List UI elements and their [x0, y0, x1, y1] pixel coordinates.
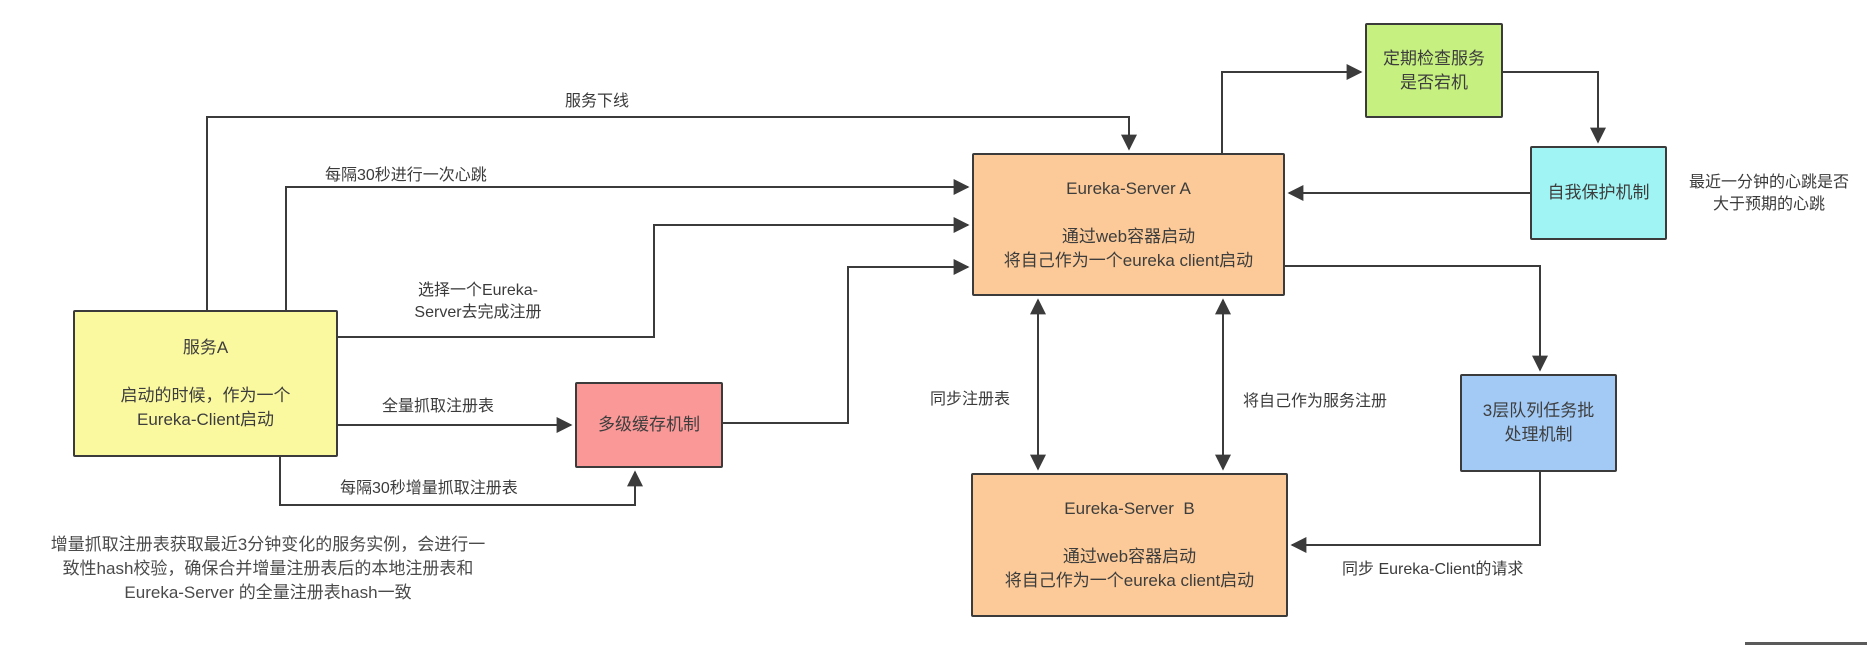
node-periodic-check-line1: 定期检查服务	[1383, 48, 1485, 68]
label-sync-registry: 同步注册表	[930, 391, 1011, 408]
label-heartbeat-check-line2: 大于预期的心跳	[1712, 196, 1825, 213]
node-self-protection-title: 自我保护机制	[1547, 183, 1650, 202]
label-heartbeat-check-line1: 最近一分钟的心跳是否	[1688, 174, 1849, 191]
incremental-fetch-note-line1: 增量抓取注册表获取最近3分钟变化的服务实例，会进行一	[50, 535, 486, 554]
label-choose-server-line1: 选择一个Eureka-	[417, 282, 539, 299]
node-service-a: 服务A 启动的时候，作为一个 Eureka-Client启动	[73, 310, 338, 457]
node-multi-level-cache-title: 多级缓存机制	[598, 415, 700, 434]
incremental-fetch-note: 增量抓取注册表获取最近3分钟变化的服务实例，会进行一 致性hash校验，确保合并…	[0, 533, 536, 605]
label-register-self: 将自己作为服务注册	[1243, 393, 1388, 410]
node-periodic-check-line2: 是否宕机	[1400, 72, 1468, 92]
node-eureka-server-b-title: Eureka-Server B	[1064, 499, 1195, 518]
node-service-a-title: 服务A	[182, 337, 229, 357]
node-eureka-server-b: Eureka-Server B 通过web容器启动 将自己作为一个eureka …	[971, 473, 1288, 617]
label-heartbeat-check: 最近一分钟的心跳是否 大于预期的心跳	[1672, 172, 1866, 216]
label-heartbeat: 每隔30秒进行一次心跳	[325, 167, 487, 184]
label-choose-server-line2: Server去完成注册	[414, 304, 542, 321]
label-sync-client-requests: 同步 Eureka-Client的请求	[1342, 561, 1524, 578]
node-periodic-check: 定期检查服务 是否宕机	[1365, 23, 1503, 118]
bottom-right-divider	[1745, 642, 1867, 645]
incremental-fetch-note-line3: Eureka-Server 的全量注册表hash一致	[124, 583, 412, 602]
label-choose-server: 选择一个Eureka- Server去完成注册	[403, 280, 553, 324]
node-queue-batch: 3层队列任务批 处理机制	[1460, 374, 1617, 472]
node-queue-batch-line2: 处理机制	[1504, 425, 1573, 444]
incremental-fetch-note-line2: 致性hash校验，确保合并增量注册表后的本地注册表和	[62, 559, 474, 578]
edge-server-a-to-queue-batch	[1285, 265, 1548, 372]
node-eureka-server-a-line2: 将自己作为一个eureka client启动	[1003, 250, 1254, 270]
node-queue-batch-line1: 3层队列任务批	[1482, 401, 1595, 420]
node-eureka-server-a-line1: 通过web容器启动	[1061, 226, 1196, 246]
edge-heartbeat	[285, 179, 970, 310]
label-service-offline: 服务下线	[565, 93, 630, 110]
edge-periodic-check-to-self-protection	[1503, 71, 1606, 144]
node-self-protection: 自我保护机制	[1530, 146, 1667, 240]
label-incremental-fetch: 每隔30秒增量抓取注册表	[340, 480, 518, 497]
node-service-a-line1: 启动的时候，作为一个	[120, 385, 291, 405]
label-full-fetch: 全量抓取注册表	[382, 398, 495, 415]
edge-queue-batch-to-server-b	[1290, 472, 1541, 553]
node-eureka-server-b-line1: 通过web容器启动	[1062, 547, 1197, 566]
edge-server-a-to-periodic-check	[1221, 64, 1363, 153]
node-eureka-server-b-line2: 将自己作为一个eureka client启动	[1004, 571, 1255, 590]
node-eureka-server-a-title: Eureka-Server A	[1066, 178, 1191, 198]
node-multi-level-cache: 多级缓存机制	[575, 382, 723, 468]
node-service-a-line2: Eureka-Client启动	[137, 409, 274, 429]
node-eureka-server-a: Eureka-Server A 通过web容器启动 将自己作为一个eureka …	[972, 153, 1285, 296]
